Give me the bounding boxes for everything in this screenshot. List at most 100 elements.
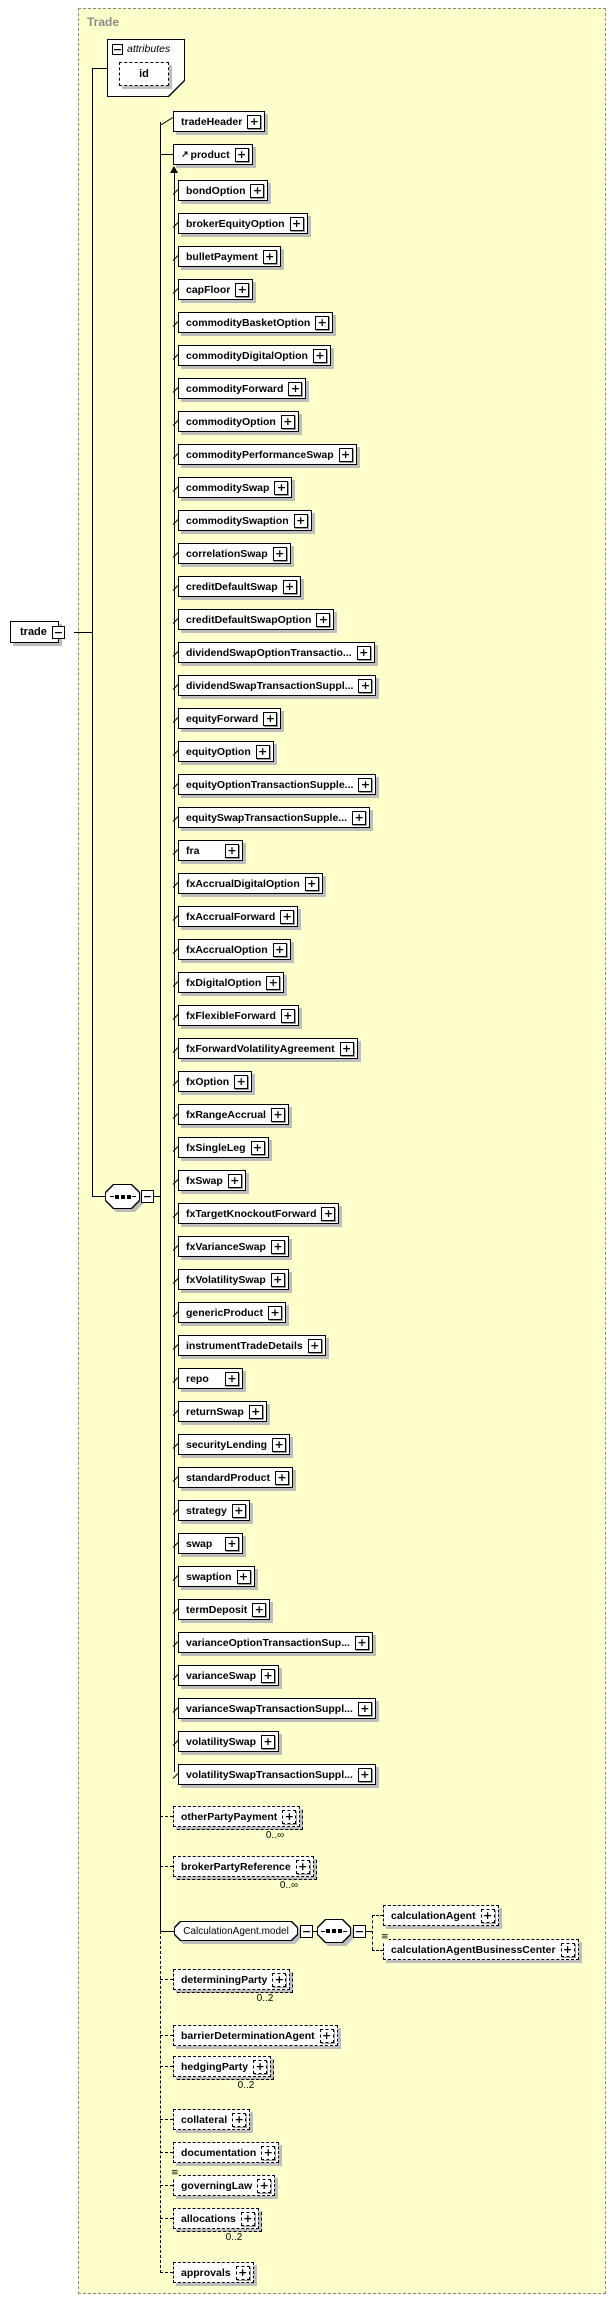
element-otherPartyPayment[interactable]: otherPartyPayment+ <box>159 1806 304 1830</box>
element-fxForwardVolatilityAgreement[interactable]: fxForwardVolatilityAgreement+ <box>178 1038 358 1059</box>
expand-icon[interactable]: + <box>232 2112 247 2127</box>
expand-icon[interactable]: + <box>225 1536 239 1551</box>
expand-icon[interactable]: + <box>266 975 281 990</box>
element-commoditySwap[interactable]: commoditySwap+ <box>178 477 293 498</box>
expand-icon[interactable]: + <box>268 1305 283 1320</box>
expand-icon[interactable]: + <box>261 2145 276 2160</box>
expand-icon[interactable]: + <box>270 1107 285 1122</box>
expand-icon[interactable]: + <box>252 1602 267 1617</box>
expand-icon[interactable]: + <box>280 909 295 924</box>
element-instrumentTradeDetails[interactable]: instrumentTradeDetails+ <box>178 1335 326 1356</box>
element-collateral[interactable]: collateral+ <box>159 2109 251 2130</box>
element-calculationAgent[interactable]: calculationAgent+ <box>383 1905 499 1926</box>
expand-icon[interactable]: + <box>338 447 353 462</box>
element-securityLending[interactable]: securityLending+ <box>178 1434 291 1455</box>
element-commodityBasketOption[interactable]: commodityBasketOption+ <box>178 312 334 333</box>
expand-icon[interactable]: + <box>307 1338 322 1353</box>
expand-icon[interactable]: + <box>234 147 249 162</box>
expand-icon[interactable]: + <box>357 1701 372 1716</box>
element-creditDefaultSwap[interactable]: creditDefaultSwap+ <box>178 576 301 597</box>
element-varianceSwapTransactionSuppl[interactable]: varianceSwapTransactionSuppl...+ <box>178 1698 376 1719</box>
expand-icon[interactable]: + <box>321 1206 336 1221</box>
element-volatilitySwapTransactionSuppl[interactable]: volatilitySwapTransactionSuppl...+ <box>178 1764 376 1785</box>
element-fxRangeAccrual[interactable]: fxRangeAccrual+ <box>178 1104 289 1125</box>
expand-icon[interactable]: + <box>272 942 287 957</box>
element-determiningParty[interactable]: determiningParty+ <box>159 1969 294 1993</box>
expand-icon[interactable]: + <box>235 282 250 297</box>
expand-icon[interactable]: + <box>280 414 295 429</box>
element-genericProduct[interactable]: genericProduct+ <box>178 1302 287 1323</box>
expand-icon[interactable]: + <box>235 2265 250 2280</box>
element-equityOption[interactable]: equityOption+ <box>178 741 274 762</box>
expand-icon[interactable]: + <box>248 1404 263 1419</box>
element-commoditySwaption[interactable]: commoditySwaption+ <box>178 510 312 531</box>
expand-icon[interactable]: + <box>289 216 304 231</box>
expand-icon[interactable]: + <box>280 1008 295 1023</box>
expand-icon[interactable]: + <box>274 480 289 495</box>
expand-icon[interactable]: + <box>225 843 239 858</box>
element-tradeHeader[interactable]: tradeHeader+ <box>173 111 266 132</box>
expand-icon[interactable]: + <box>356 645 371 660</box>
expand-icon[interactable]: + <box>304 876 319 891</box>
expand-icon[interactable]: + <box>240 2211 255 2226</box>
expand-icon[interactable]: + <box>247 114 262 129</box>
expand-icon[interactable]: + <box>315 315 330 330</box>
element-trade[interactable]: trade − <box>10 621 65 643</box>
element-varianceSwap[interactable]: varianceSwap+ <box>178 1665 280 1686</box>
collapse-icon[interactable]: − <box>112 42 123 56</box>
expand-icon[interactable]: + <box>319 2028 334 2043</box>
expand-icon[interactable]: + <box>270 1239 285 1254</box>
expand-icon[interactable]: + <box>480 1908 495 1923</box>
element-bondOption[interactable]: bondOption+ <box>178 180 269 201</box>
element-fxAccrualDigitalOption[interactable]: fxAccrualDigitalOption+ <box>178 873 323 894</box>
element-brokerPartyReference[interactable]: brokerPartyReference+ <box>160 1856 317 1880</box>
collapse-icon[interactable]: − <box>51 625 65 639</box>
element-termDeposit[interactable]: termDeposit+ <box>178 1599 271 1620</box>
expand-icon[interactable]: + <box>316 612 331 627</box>
expand-icon[interactable]: + <box>263 711 278 726</box>
element-bulletPayment[interactable]: bulletPayment+ <box>178 246 281 267</box>
expand-icon[interactable]: + <box>272 546 287 561</box>
expand-icon[interactable]: + <box>250 183 265 198</box>
element-equitySwapTransactionSupple[interactable]: equitySwapTransactionSupple...+ <box>178 807 371 828</box>
collapse-icon[interactable]: − <box>141 1190 154 1203</box>
element-correlationSwap[interactable]: correlationSwap+ <box>178 543 291 564</box>
expand-icon[interactable]: + <box>231 1503 246 1518</box>
element-hedgingParty[interactable]: hedgingParty+ <box>159 2056 275 2080</box>
element-equityOptionTransactionSupple[interactable]: equityOptionTransactionSupple...+ <box>178 774 377 795</box>
expand-icon[interactable]: + <box>282 1809 297 1824</box>
element-allocations[interactable]: allocations+ <box>160 2208 262 2232</box>
expand-icon[interactable]: + <box>234 1074 249 1089</box>
group-calculation-agent-model[interactable]: CalculationAgent.model <box>174 1921 298 1941</box>
element-approvals[interactable]: approvals+ <box>160 2262 254 2283</box>
element-swap[interactable]: swap+ <box>178 1533 243 1554</box>
element-fxVolatilitySwap[interactable]: fxVolatilitySwap+ <box>178 1269 289 1290</box>
element-product[interactable]: ↗product+ <box>160 144 253 165</box>
element-fxSingleLeg[interactable]: fxSingleLeg+ <box>178 1137 269 1158</box>
expand-icon[interactable]: + <box>261 1668 276 1683</box>
element-brokerEquityOption[interactable]: brokerEquityOption+ <box>178 213 308 234</box>
expand-icon[interactable]: + <box>227 1173 242 1188</box>
expand-icon[interactable]: + <box>250 1140 265 1155</box>
element-swaption[interactable]: swaption+ <box>178 1566 255 1587</box>
element-fxSwap[interactable]: fxSwap+ <box>178 1170 246 1191</box>
element-equityForward[interactable]: equityForward+ <box>178 708 282 729</box>
expand-icon[interactable]: + <box>339 1041 354 1056</box>
element-creditDefaultSwapOption[interactable]: creditDefaultSwapOption+ <box>178 609 335 630</box>
expand-icon[interactable]: + <box>352 810 367 825</box>
expand-icon[interactable]: + <box>295 1859 310 1874</box>
element-capFloor[interactable]: capFloor+ <box>178 279 254 300</box>
expand-icon[interactable]: + <box>272 1972 287 1987</box>
element-fxOption[interactable]: fxOption+ <box>178 1071 253 1092</box>
collapse-icon[interactable]: − <box>300 1925 313 1938</box>
element-volatilitySwap[interactable]: volatilitySwap+ <box>178 1731 280 1752</box>
expand-icon[interactable]: + <box>282 579 297 594</box>
element-fxVarianceSwap[interactable]: fxVarianceSwap+ <box>178 1236 289 1257</box>
element-fxAccrualForward[interactable]: fxAccrualForward+ <box>178 906 299 927</box>
expand-icon[interactable]: + <box>560 1942 575 1957</box>
expand-icon[interactable]: + <box>358 777 373 792</box>
element-returnSwap[interactable]: returnSwap+ <box>178 1401 267 1422</box>
element-dividendSwapOptionTransactio[interactable]: dividendSwapOptionTransactio...+ <box>178 642 375 663</box>
expand-icon[interactable]: + <box>293 513 308 528</box>
element-repo[interactable]: repo+ <box>178 1368 243 1389</box>
